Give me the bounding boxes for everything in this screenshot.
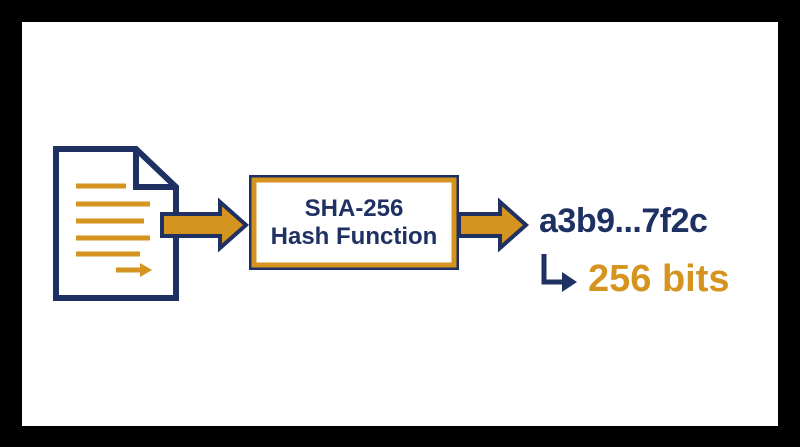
- document-small-arrow-icon: [116, 263, 152, 277]
- hash-function-title: SHA-256: [304, 195, 404, 222]
- document-icon: [53, 146, 179, 301]
- diagram-graphics: [53, 146, 577, 301]
- diagram-canvas: SHA-256 Hash Function a3b9...7f2c 256 bi…: [22, 22, 778, 426]
- hash-function-box: [249, 175, 459, 270]
- hash-function-label: SHA-256 Hash Function: [254, 180, 454, 266]
- hash-function-subtitle: Hash Function: [270, 223, 438, 250]
- arrow-right-icon: [160, 197, 250, 253]
- arrow-right-icon: [457, 197, 530, 253]
- hash-length-value: 256 bits: [588, 258, 730, 300]
- return-arrow-icon: [541, 254, 577, 292]
- hash-output-value: a3b9...7f2c: [539, 202, 708, 240]
